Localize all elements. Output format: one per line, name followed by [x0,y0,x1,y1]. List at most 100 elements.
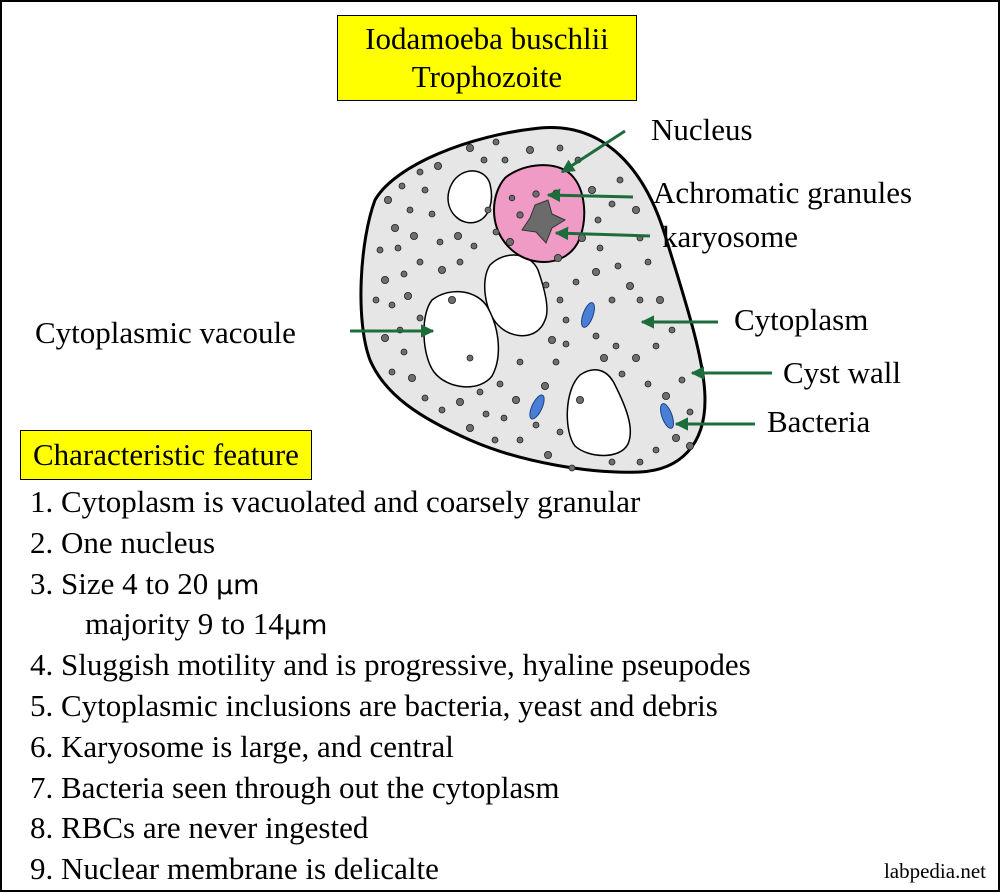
feature-item: 8. RBCs are never ingested [30,810,751,851]
vacuole [447,170,493,224]
feature-text: 7. Bacteria seen through out the cytopla… [30,769,560,805]
cytoplasm-granule [453,231,462,240]
cytoplasm-granule [505,237,514,246]
cytoplasm-granule [512,395,521,404]
cytoplasm-granule [403,291,412,300]
cytoplasm-granule [568,464,576,472]
cytoplasm-granule [455,397,464,406]
cytoplasm-granule [447,295,456,304]
cytoplasm-granule [532,421,540,429]
cytoplasm-granule [400,270,408,278]
cytoplasm-granule [562,316,570,324]
feature-item: 5. Cytoplasmic inclusions are bacteria, … [30,688,751,729]
cytoplasm-granule [438,406,446,414]
feature-item: 9. Nuclear membrane is delicalte [30,851,751,892]
cytoplasm-granule [614,262,622,270]
cytoplasm-granule [409,231,418,240]
bacterium [529,394,545,420]
cytoplasm-granule [476,388,484,396]
cytoplasm-granule [407,373,416,382]
cytoplasm-granule [465,143,474,152]
cytoplasm-granule [552,358,560,366]
cytoplasm-granule [668,326,676,334]
feature-item: 3. Size 4 to 20 µm [30,566,751,607]
cytoplasm-granule [616,176,624,184]
cytoplasm-granule [491,436,499,444]
feature-text: 6. Karyosome is large, and central [30,728,454,764]
cytoplasm-granule [437,265,446,274]
feature-item: 7. Bacteria seen through out the cytopla… [30,770,751,811]
bacteria-group [529,302,674,429]
feature-unit: µm [216,569,260,601]
cytoplasm-granule [626,281,635,290]
feature-item: 6. Karyosome is large, and central [30,729,751,770]
credit-watermark: labpedia.net [883,859,986,883]
cytoplasm-granule [600,353,609,362]
cytoplasm-granule [576,395,585,404]
label-achromatic-granules: Achromatic granules [653,175,913,210]
cytoplasm-granule [492,138,500,146]
karyosome [521,199,567,244]
cytoplasm-granule [388,301,396,309]
cytoplasm-granule [608,200,616,208]
label-karyosome: karyosome [662,219,799,254]
cytoplasm-granule [556,144,564,152]
cytoplasm-granule [394,244,402,252]
feature-item: majority 9 to 14µm [30,606,751,647]
feature-text: 2. One nucleus [30,524,216,560]
feature-item: 4. Sluggish motility and is progressive,… [30,647,751,688]
cytoplasm-granule [406,206,414,214]
cytoplasm-granule [380,275,389,284]
cytoplasm-granule [594,216,602,224]
cytoplasm-granule [644,380,652,388]
cytoplasm-granule [554,253,563,262]
cytoplasm-granule [526,145,535,154]
feature-text: 4. Sluggish motility and is progressive,… [30,647,751,683]
cytoplasm-granule [572,278,580,286]
cytoplasm-granule [421,186,429,194]
cytoplasm-granule [556,296,564,304]
label-bacteria: Bacteria [767,404,871,439]
cytoplasm-granule [686,408,694,416]
cytoplasm-granule [400,348,408,356]
cytoplasm-granule [388,368,396,376]
cytoplasm-granule [470,242,478,250]
feature-text: 5. Cytoplasmic inclusions are bacteria, … [30,687,718,723]
cytoplasm-granule [380,333,389,342]
arrow-achromatic [546,188,634,203]
cytoplasm-granule [542,281,550,289]
cytoplasm-granule [556,428,564,436]
cytoplasm-granule [548,335,557,344]
cytoplasm-granule [632,353,641,362]
label-arrows [350,129,772,431]
cytoplasm-granule [608,296,616,304]
bacterium [581,302,595,328]
cytoplasm-granule [465,423,474,432]
cytoplasm-granule [484,206,492,214]
cytoplasm-granule [376,246,384,254]
feature-unit: µm [283,610,328,642]
achromatic-granule [532,190,540,198]
cytoplasm-granule [480,156,488,164]
label-nucleus: Nucleus [651,112,753,147]
bacterium [660,403,674,429]
cytoplasm-granule [501,156,509,164]
vacuole [566,369,632,457]
cytoplasm-granule [608,458,616,466]
cytoplasm-granule [596,244,604,252]
achromatic-granule [508,194,516,202]
cytoplasm-granule [496,380,504,388]
arrow-nucleus [560,129,626,174]
cytoplasm-granule [618,370,626,378]
cytoplasm-granule [383,195,392,204]
cytoplasm-granule [516,436,524,444]
cytoplasm-granule [416,258,424,266]
feature-text: 3. Size 4 to 20 [30,565,216,601]
label-cytoplasm: Cytoplasm [734,302,869,337]
cytoplasm-granule [652,342,660,350]
feature-list: 1. Cytoplasm is vacuolated and coarsely … [30,484,751,892]
cytoplasm-granule [592,332,600,340]
feature-text: 9. Nuclear membrane is delicalte [30,851,439,887]
cytoplasm-granule [636,296,644,304]
